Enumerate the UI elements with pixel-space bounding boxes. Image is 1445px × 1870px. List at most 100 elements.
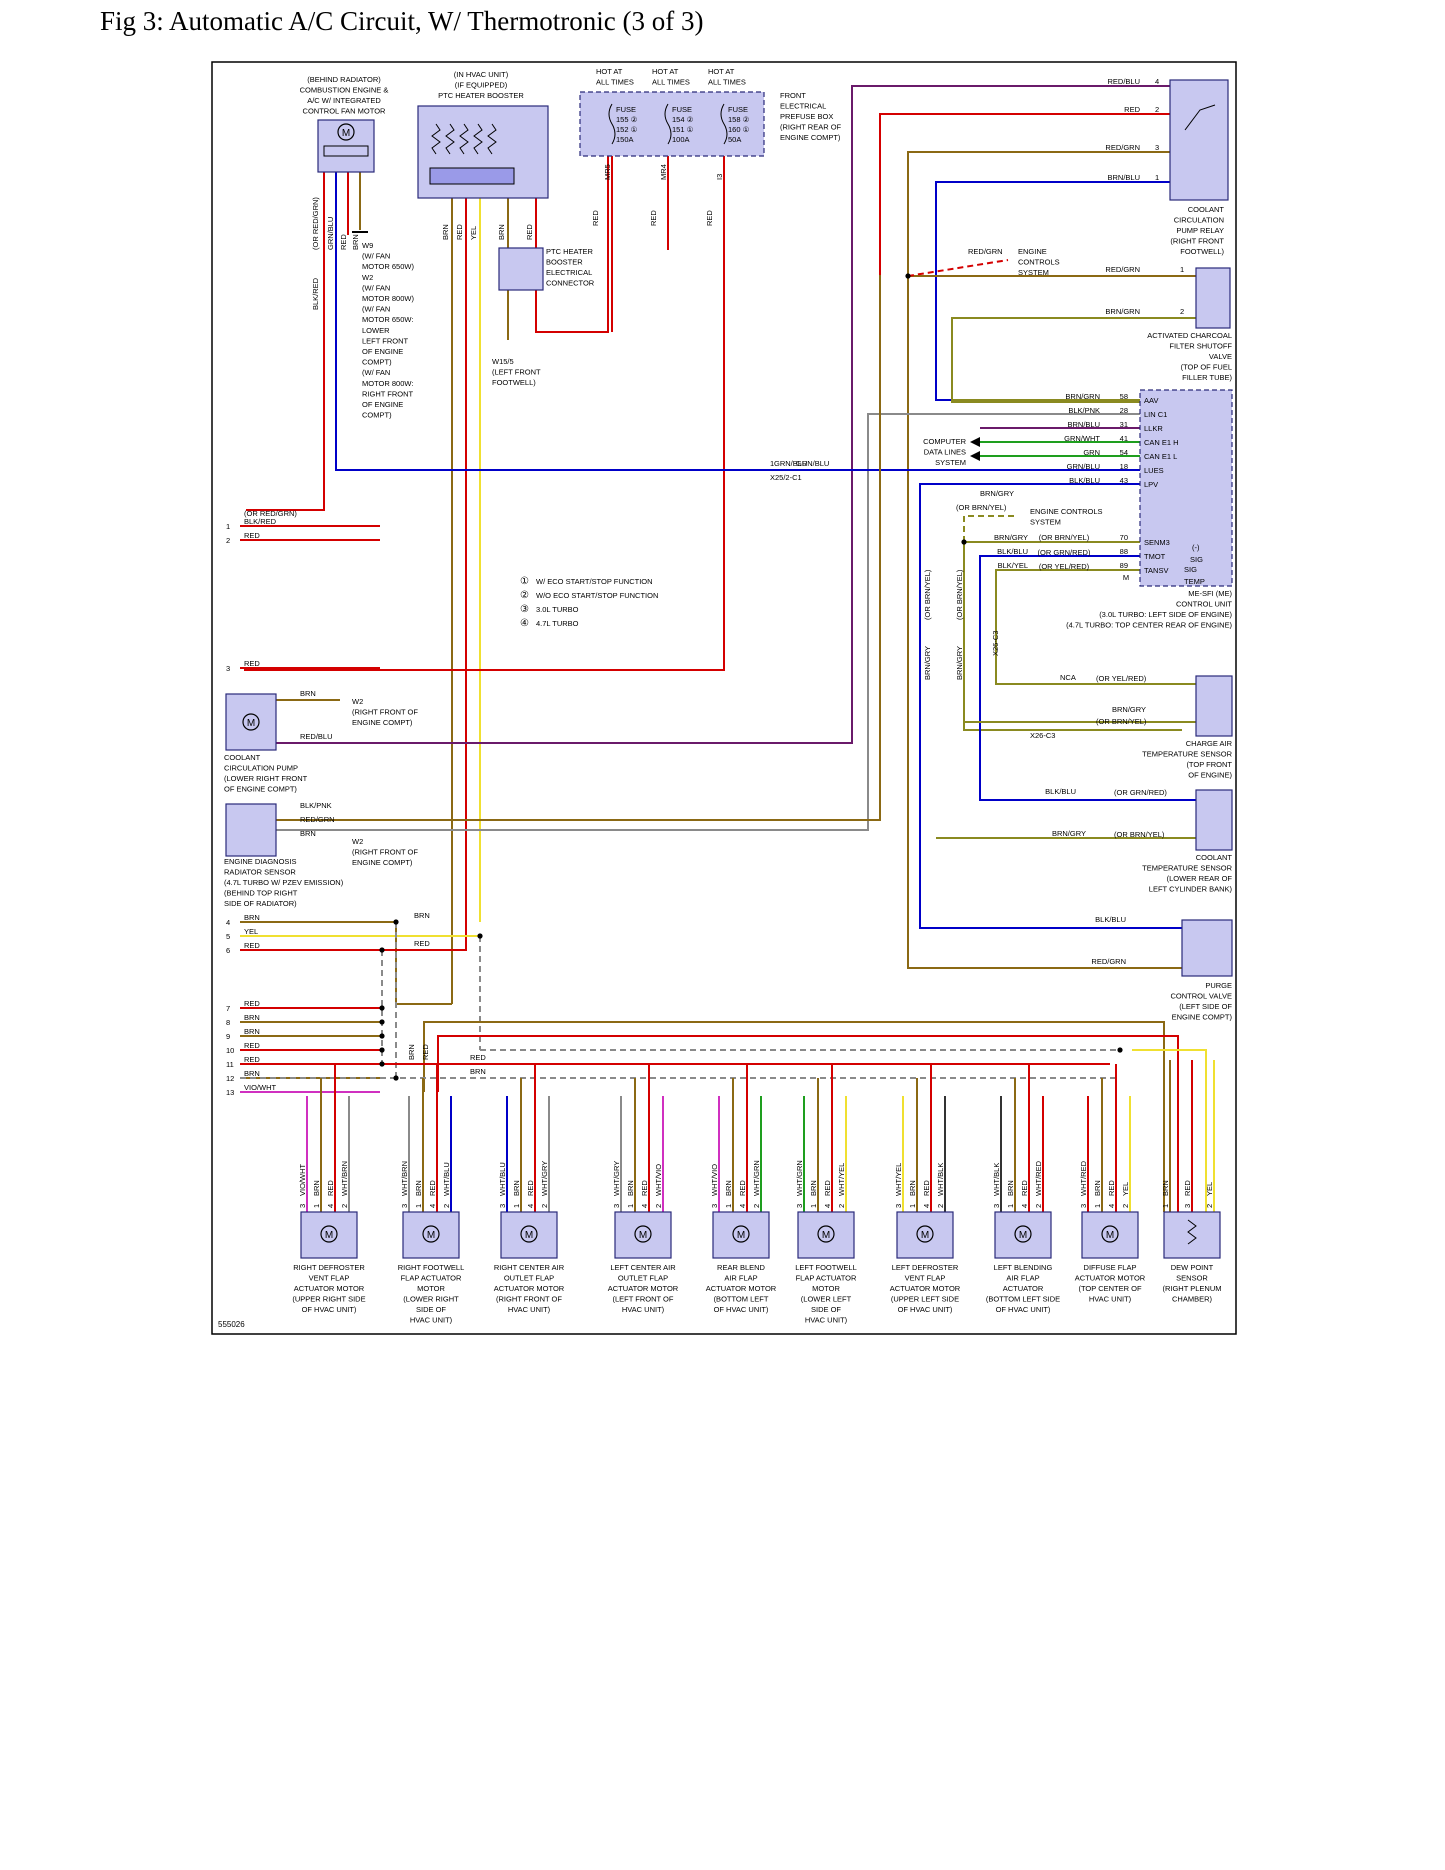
ptc-wire-label: BRN — [441, 224, 450, 240]
fuse-number: 160 ① — [728, 125, 750, 134]
arrow — [970, 437, 980, 447]
ptc-heater-element — [445, 123, 455, 155]
ecu-pin-name: LUES — [1144, 466, 1164, 475]
actuator-wire-label: WHT/GRN — [752, 1160, 761, 1196]
fuse-label: FUSE — [672, 105, 692, 114]
actuator-wire-label: RED — [428, 1180, 437, 1196]
terminal-number: 1 — [226, 522, 230, 531]
actuator-name: (LEFT FRONT OF — [613, 1295, 674, 1304]
ptc-heater-element — [473, 123, 483, 155]
figure-title: Fig 3: Automatic A/C Circuit, W/ Thermot… — [100, 6, 704, 36]
actuator-name: RIGHT CENTER AIR — [494, 1263, 565, 1272]
ecu-wire-label: BLK/BLU — [997, 547, 1028, 556]
actuator-pin: 4 — [326, 1204, 335, 1208]
ecu-pin-number: 18 — [1120, 462, 1128, 471]
terminal-wire-label: BLK/RED — [244, 517, 277, 526]
hot-at-all-times: HOT AT — [708, 67, 735, 76]
terminal-number: 9 — [226, 1032, 230, 1041]
fuse-wire-label: RED — [705, 210, 714, 226]
prefuse-box-label: FRONT — [780, 91, 806, 100]
fan-motor-icon — [337, 123, 355, 141]
terminal-wire-label: RED — [244, 659, 260, 668]
connector-x26-label: X26-C3 — [1030, 731, 1055, 740]
fan-ground-note: OF ENGINE — [362, 400, 403, 409]
terminal-number: 10 — [226, 1046, 234, 1055]
actuator-motor-icon — [916, 1225, 934, 1243]
relay-pin: 3 — [1155, 143, 1159, 152]
wire-alt-label: (OR BRN/YEL) — [1114, 830, 1165, 839]
fan-ground-note: COMPT) — [362, 358, 392, 367]
wire-label: BRN — [470, 1067, 486, 1076]
actuator-name: CHAMBER) — [1172, 1295, 1213, 1304]
terminal-wire-label: RED — [244, 941, 260, 950]
wire-label: RED/BLU — [300, 732, 333, 741]
prefuse-box-label: (RIGHT REAR OF — [780, 123, 842, 132]
coolant-pump-label: OF ENGINE COMPT) — [224, 785, 297, 794]
actuator-name: FLAP ACTUATOR — [401, 1274, 462, 1283]
actuator-name: ACTUATOR MOTOR — [1075, 1274, 1146, 1283]
computer-data-label: SYSTEM — [935, 458, 966, 467]
actuator-pin: 4 — [640, 1204, 649, 1208]
pump-relay-label: FOOTWELL) — [1180, 247, 1224, 256]
w2-ground-label: W2 — [352, 697, 363, 706]
purge-valve-label: CONTROL VALVE — [1170, 992, 1232, 1001]
ecu-wire-label: GRN — [1083, 448, 1100, 457]
relay-wire-label: RED/BLU — [1107, 77, 1140, 86]
actuator-wire-label: BRN — [809, 1180, 818, 1196]
actuator-name: REAR BLEND — [717, 1263, 766, 1272]
charge-air-sensor-label: (TOP FRONT — [1186, 760, 1232, 769]
hot-at-all-times: ALL TIMES — [708, 78, 746, 87]
ptc-booster-label: (IN HVAC UNIT) — [454, 70, 509, 79]
wire-label: BRN/GRY — [980, 489, 1014, 498]
ecu-pin-number: 58 — [1120, 392, 1128, 401]
purge-valve-label: (LEFT SIDE OF — [1179, 1002, 1232, 1011]
purge-valve-box — [1181, 919, 1233, 977]
ecu-wire-label: BRN/GRY — [994, 533, 1028, 542]
actuator-name: OF HVAC UNIT) — [302, 1305, 357, 1314]
ecu-wire-blkpnk — [246, 413, 1140, 831]
actuator-wire-label: WHT/GRY — [540, 1161, 549, 1196]
ecu-wire-label: BLK/BLU — [1069, 476, 1100, 485]
wire-alt-label: (OR BRN/YEL) — [1039, 533, 1090, 542]
actuator-name: OF HVAC UNIT) — [996, 1305, 1051, 1314]
fuse-pin-label: MR4 — [659, 164, 668, 180]
terminal-wire-label: VIO/WHT — [244, 1083, 276, 1092]
actuator-name: LEFT DEFROSTER — [892, 1263, 959, 1272]
actuator-pin: 1 — [1006, 1204, 1015, 1208]
prefuse-box — [579, 91, 765, 157]
actuator-name: OUTLET FLAP — [618, 1274, 668, 1283]
wire-label: BRN/GRY — [923, 646, 932, 680]
fuse-symbol — [664, 103, 672, 145]
wire-alt-label: (OR BRN/YEL) — [923, 569, 932, 620]
valve-pin: 2 — [1180, 307, 1184, 316]
ecu-wire-blkblu — [919, 483, 1188, 929]
actuator-name: AIR FLAP — [1006, 1274, 1039, 1283]
pump-relay-label: PUMP RELAY — [1176, 226, 1224, 235]
actuator-wire-label: RED — [1020, 1180, 1029, 1196]
ecu-pin-number: 31 — [1120, 420, 1128, 429]
actuator-wire-label: WHT/YEL — [894, 1163, 903, 1196]
ecu-label: (4.7L TURBO: TOP CENTER REAR OF ENGINE) — [1066, 621, 1232, 630]
actuator-pin: 1 — [724, 1204, 733, 1208]
actuator-name: RIGHT FOOTWELL — [398, 1263, 465, 1272]
pump-relay-label: (RIGHT FRONT — [1170, 237, 1224, 246]
ptc-connector-box — [498, 247, 544, 291]
actuator-name: SENSOR — [1176, 1274, 1208, 1283]
fan-ground-note: MOTOR 800W: — [362, 379, 413, 388]
ecu-pin-name: AAV — [1144, 396, 1158, 405]
fan-motor-label: A/C W/ INTEGRATED — [307, 96, 381, 105]
actuator-wire-label: BRN — [312, 1180, 321, 1196]
terminal-wire-label: BRN — [244, 1069, 260, 1078]
ecs-wire — [907, 259, 1009, 277]
relay-pin: 1 — [1155, 173, 1159, 182]
actuator-name: (LOWER LEFT — [801, 1295, 852, 1304]
actuator-motor-icon — [320, 1225, 338, 1243]
connector-x26-label: X26-C3 — [991, 631, 1000, 656]
wire-label: BRN/GRY — [955, 646, 964, 680]
splice-dot — [379, 1005, 385, 1011]
hot-at-all-times: ALL TIMES — [652, 78, 690, 87]
actuator-pin: 3 — [298, 1204, 307, 1208]
actuator-pin: 1 — [512, 1204, 521, 1208]
fuse-number: 152 ① — [616, 125, 638, 134]
actuator-name: (UPPER RIGHT SIDE — [292, 1295, 365, 1304]
